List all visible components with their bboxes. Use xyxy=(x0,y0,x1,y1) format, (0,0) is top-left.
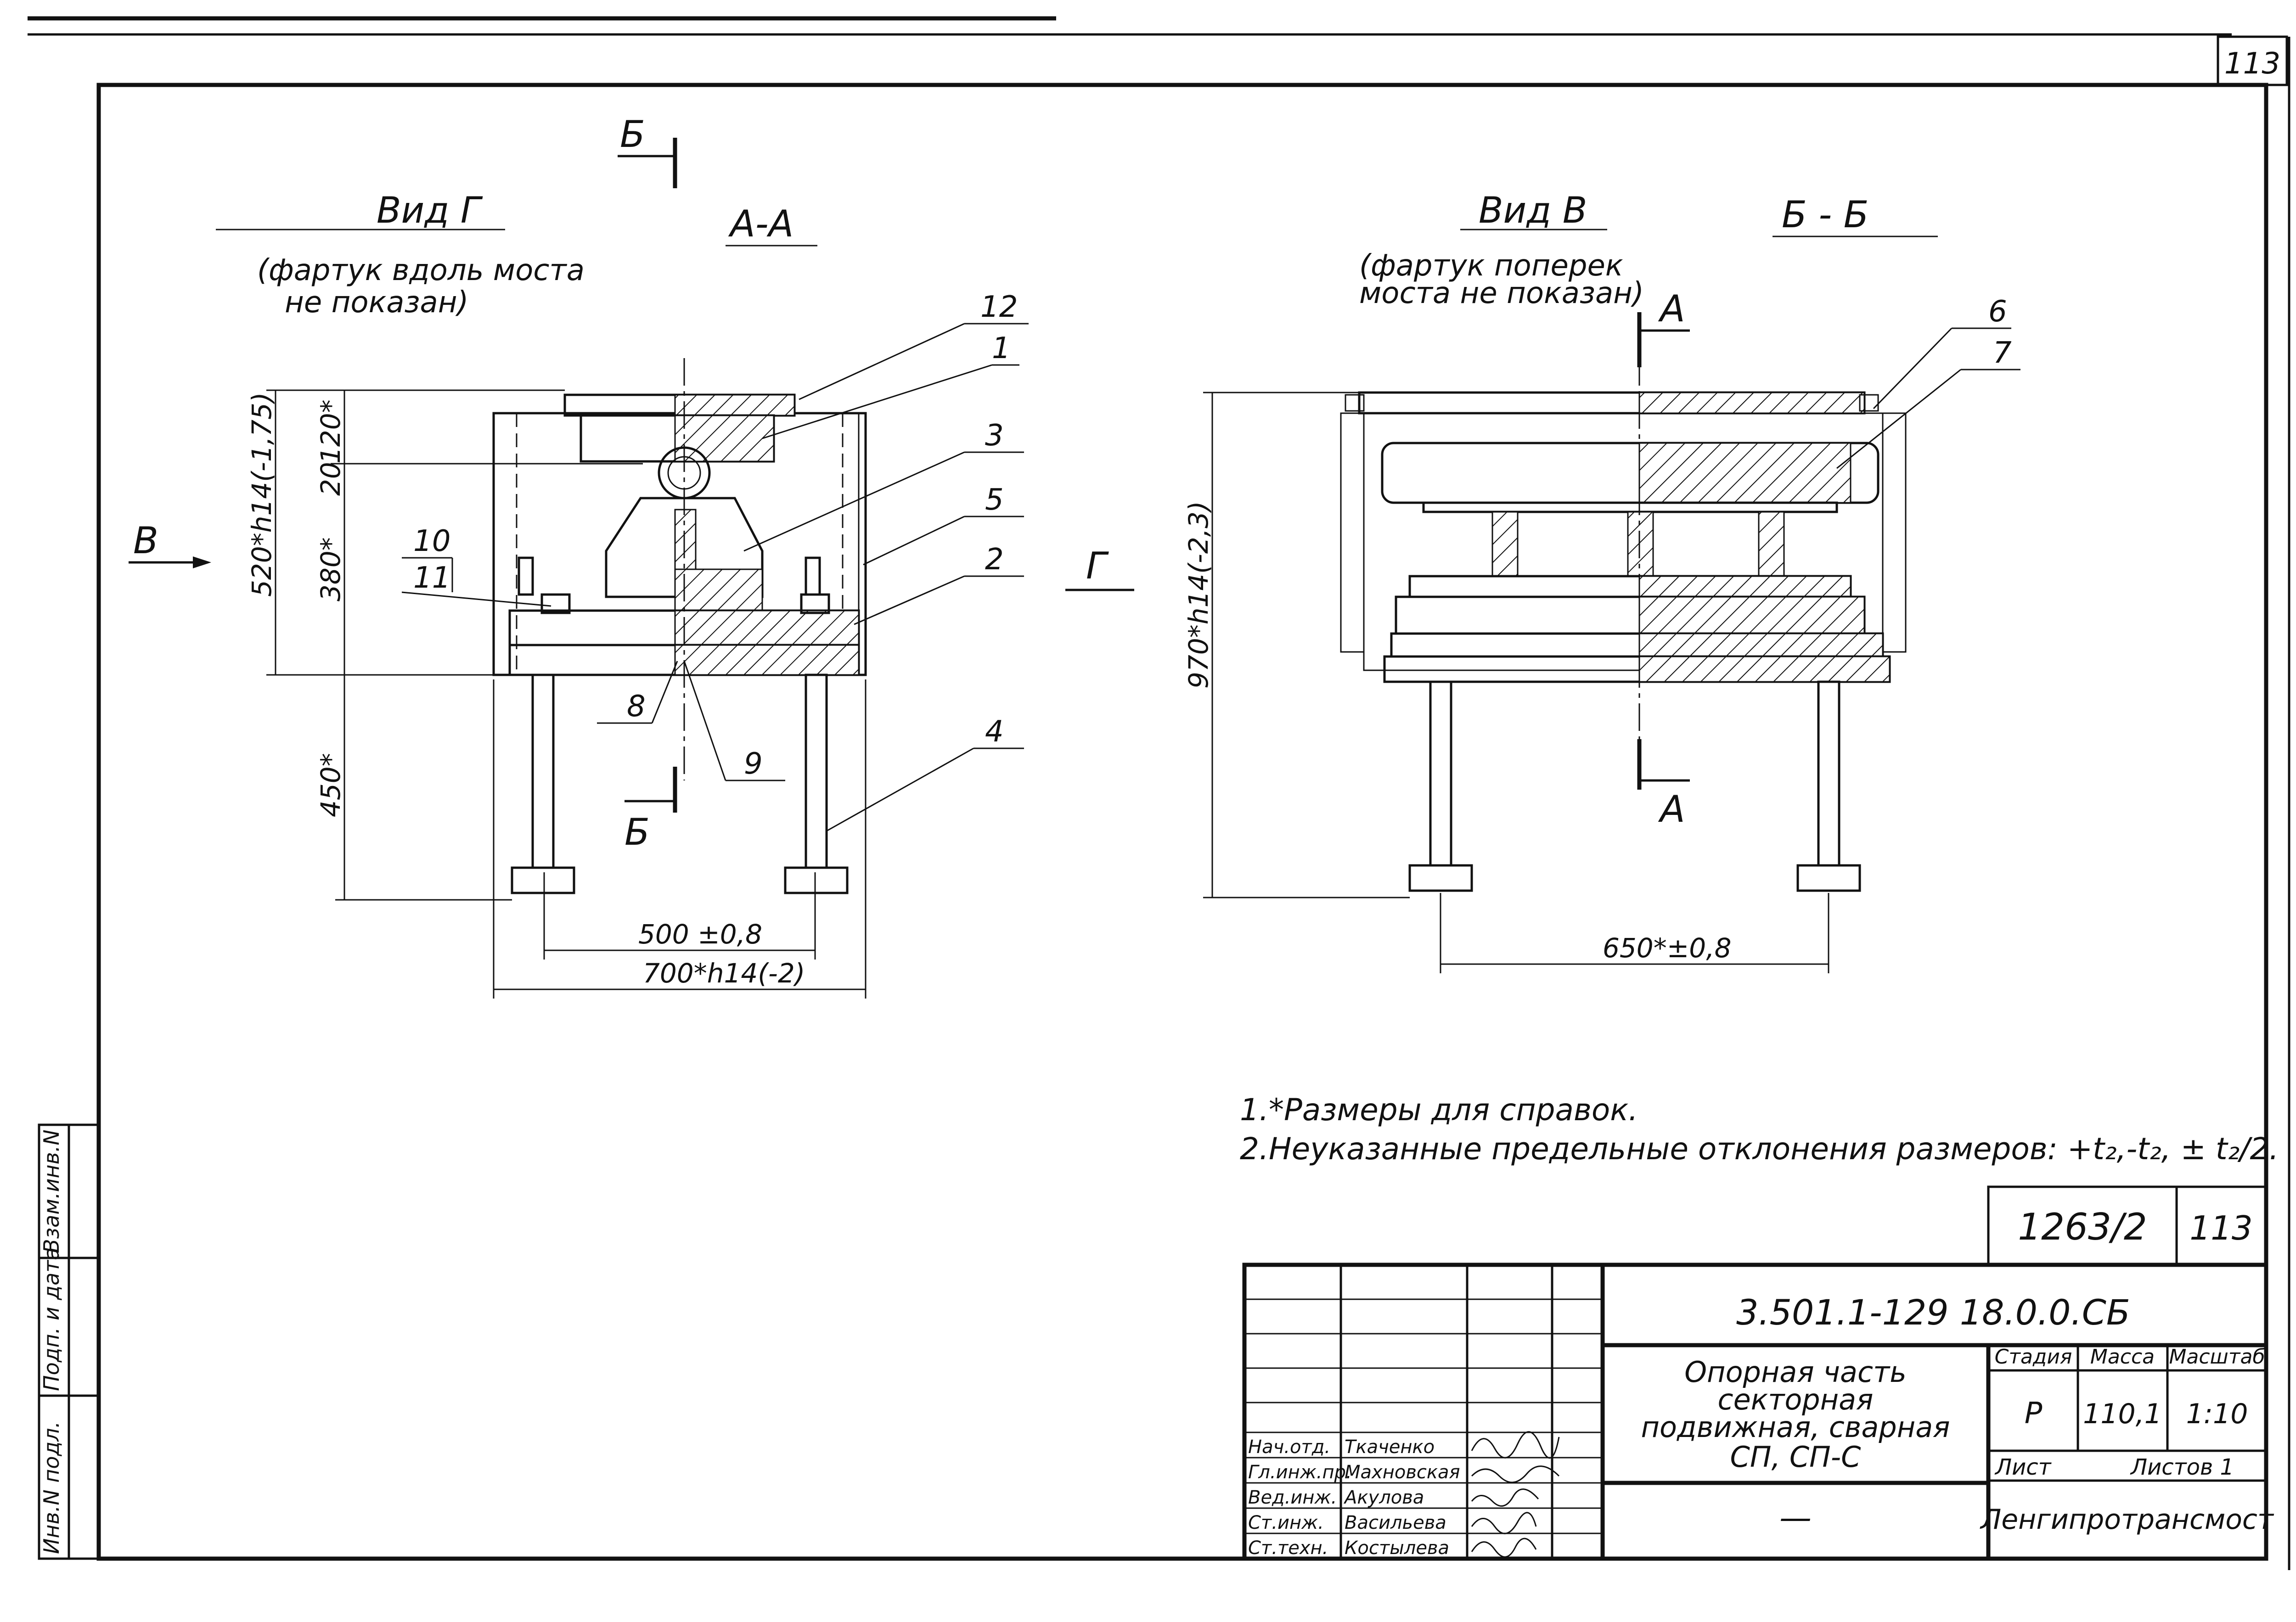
left-view: Вид Г (фартук вдоль моста не показан) А-… xyxy=(129,113,1029,999)
doc-number-box: 1263/2 113 xyxy=(1987,1185,2268,1266)
stage-header: Стадия xyxy=(1995,1345,2072,1369)
left-callout-3: 3 xyxy=(743,419,1024,552)
item-name-4: СП, СП-С xyxy=(1730,1440,1862,1474)
left-view-subtitle-1: (фартук вдоль моста xyxy=(257,253,585,287)
left-view-arrow-label: В xyxy=(133,519,158,562)
left-callout-1: 1 xyxy=(762,331,1019,439)
svg-text:9: 9 xyxy=(744,747,763,781)
staff-role-2: Гл.инж.пр. xyxy=(1248,1462,1352,1483)
right-section-label: Б - Б xyxy=(1782,193,1869,236)
left-callout-2: 2 xyxy=(854,543,1024,625)
scale-header: Масштаб xyxy=(2169,1345,2265,1369)
note-2: 2.Неуказанные предельные отклонения разм… xyxy=(1240,1131,2279,1167)
organization: Ленгипротрансмост xyxy=(1980,1504,2274,1536)
sheet-label: Лист xyxy=(1994,1454,2052,1480)
item-name-1: Опорная часть xyxy=(1684,1355,1907,1389)
left-callout-5: 5 xyxy=(863,483,1024,566)
stamp-inv-no-original: Инв.N подл. xyxy=(39,1421,64,1554)
item-name-3: подвижная, сварная xyxy=(1641,1410,1950,1444)
left-callout-4: 4 xyxy=(826,715,1024,832)
scale-value: 1:10 xyxy=(2186,1398,2248,1430)
staff-role-1: Нач.отд. xyxy=(1248,1437,1330,1458)
svg-text:11: 11 xyxy=(413,561,450,595)
staff-name-2: Махновская xyxy=(1345,1462,1460,1483)
right-dim-650: 650*±0,8 xyxy=(1603,932,1732,964)
corner-page-number: 113 xyxy=(2224,47,2280,81)
title-block: 3.501.1-129 18.0.0.СБ Опорная часть сект… xyxy=(1242,1263,2274,1561)
left-callout-12: 12 xyxy=(799,290,1029,400)
left-dim-20: 20 xyxy=(315,462,346,496)
svg-text:6: 6 xyxy=(1988,295,2007,329)
sheets-label: Листов 1 xyxy=(2130,1454,2234,1480)
right-view-title: Вид В xyxy=(1479,190,1587,231)
svg-text:12: 12 xyxy=(980,290,1018,324)
right-cut-mark-bottom: А xyxy=(1658,788,1685,831)
svg-text:7: 7 xyxy=(1993,336,2012,370)
left-dim-total-height: 520*h14(-1,75) xyxy=(246,392,277,597)
staff-role-3: Вед.инж. xyxy=(1248,1487,1337,1508)
left-dim-450: 450* xyxy=(315,753,346,817)
doc-number-code: 1263/2 xyxy=(2018,1206,2147,1248)
svg-text:1: 1 xyxy=(992,331,1011,365)
left-callout-10-11: 10 11 xyxy=(401,524,551,607)
staff-role-4: Ст.инж. xyxy=(1248,1512,1324,1533)
drawing-frame xyxy=(96,83,2268,1561)
stamp-replaced-inv-no: Взам.инв.N xyxy=(39,1129,64,1253)
left-cut-mark-top: Б xyxy=(620,113,645,156)
left-view-title: Вид Г xyxy=(377,190,483,231)
svg-text:3: 3 xyxy=(985,419,1004,453)
left-dim-500: 500 ±0,8 xyxy=(638,919,762,950)
svg-text:10: 10 xyxy=(413,524,450,558)
right-view-arrow-label: Г xyxy=(1086,544,1109,587)
left-dim-380: 380* xyxy=(315,537,346,601)
staff-name-3: Акулова xyxy=(1343,1487,1424,1508)
item-name-2: секторная xyxy=(1718,1383,1874,1416)
left-section-label: А-А xyxy=(728,202,793,245)
left-callout-9: 9 xyxy=(683,661,785,781)
designation: 3.501.1-129 18.0.0.СБ xyxy=(1736,1292,2130,1333)
title-dash: — xyxy=(1779,1499,1812,1537)
stage-value: Р xyxy=(2025,1397,2043,1431)
right-dim-height: 970*h14(-2,3) xyxy=(1183,501,1214,689)
mass-header: Масса xyxy=(2090,1345,2155,1369)
doc-number-page: 113 xyxy=(2189,1209,2252,1247)
right-view-subtitle-2: моста не показан) xyxy=(1359,276,1644,310)
right-view: Вид В (фартук поперек моста не показан) … xyxy=(1065,190,2020,973)
left-callout-8: 8 xyxy=(597,661,678,724)
svg-text:2: 2 xyxy=(985,543,1004,577)
side-stamp: Инв.N подл. Подп. и дата Взам.инв.N xyxy=(38,1123,100,1560)
stamp-sign-date: Подп. и дата xyxy=(39,1247,64,1391)
staff-name-4: Васильева xyxy=(1345,1512,1446,1533)
right-callout-6: 6 xyxy=(1873,295,2011,410)
mass-value: 110,1 xyxy=(2083,1398,2162,1430)
left-cut-mark-bottom: Б xyxy=(625,811,650,853)
right-cut-mark-top: А xyxy=(1658,287,1685,330)
svg-text:8: 8 xyxy=(627,690,646,724)
staff-role-5: Ст.техн. xyxy=(1248,1538,1328,1559)
left-dim-120: 120* xyxy=(315,399,346,464)
corner-page-box: 113 xyxy=(2217,35,2288,86)
left-view-subtitle-2: не показан) xyxy=(285,286,469,320)
left-dim-700: 700*h14(-2) xyxy=(643,958,805,989)
right-callout-7: 7 xyxy=(1836,336,2020,469)
svg-text:5: 5 xyxy=(985,483,1004,517)
right-view-subtitle-1: (фартук поперек xyxy=(1359,249,1623,283)
note-1: 1.*Размеры для справок. xyxy=(1240,1092,1638,1128)
signatures xyxy=(1471,1431,1560,1558)
staff-name-1: Ткаченко xyxy=(1345,1437,1435,1458)
svg-text:4: 4 xyxy=(985,715,1004,749)
staff-name-5: Костылева xyxy=(1345,1538,1449,1559)
